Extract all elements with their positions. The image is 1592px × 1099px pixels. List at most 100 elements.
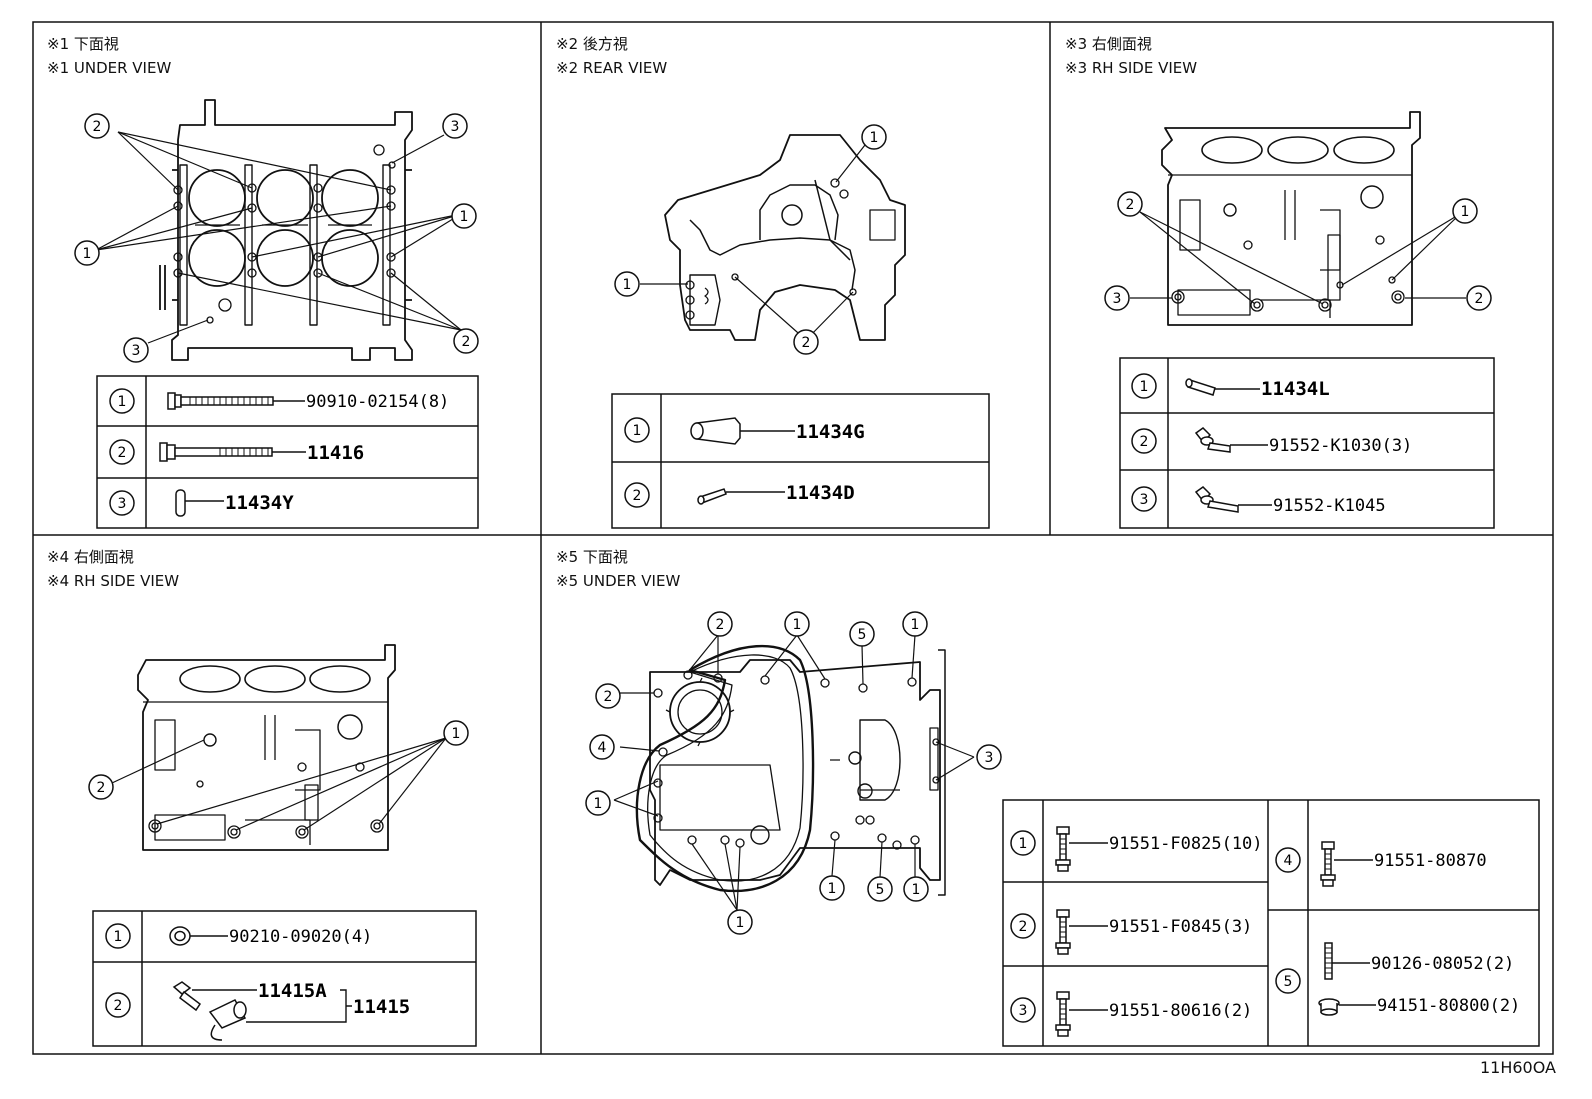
callout-4: 4 — [589, 734, 615, 760]
item-number: 4 — [1284, 853, 1293, 869]
table-row[interactable]: 2 91551-F0845(3) — [1010, 909, 1252, 955]
table-row[interactable]: 3 91552-K1045 — [1131, 486, 1386, 516]
bolt-icon — [1320, 841, 1336, 887]
panel-5-oil-pan-under-view — [613, 634, 975, 911]
callout-number: 2 — [97, 780, 106, 796]
callout-1: 1 — [903, 876, 929, 902]
table-row[interactable]: 2 11415A 11415 — [105, 980, 410, 1041]
part-number: 91552-K1045 — [1273, 496, 1386, 516]
callout-2: 2 — [793, 329, 819, 355]
callout-2: 2 — [707, 611, 733, 637]
part-number: 91552-K1030(3) — [1269, 436, 1412, 456]
title-jp: ※2 後方視 — [556, 35, 628, 53]
table-row[interactable]: 1 90910-02154(8) — [109, 388, 449, 414]
callout-number: 3 — [132, 343, 141, 359]
callout-number: 1 — [460, 209, 469, 225]
callout-number: 2 — [1126, 197, 1135, 213]
part-number: 11415A — [258, 980, 327, 1002]
callout-1: 1 — [585, 790, 611, 816]
panel-2-callouts: 1 1 2 — [614, 124, 887, 355]
panel-2-parts-table: 1 11434G 2 11434D — [611, 393, 990, 529]
table-row[interactable]: 2 91552-K1030(3) — [1131, 427, 1412, 456]
panel-4-title: ※4 右側面視 ※4 RH SIDE VIEW — [47, 545, 179, 593]
callout-number: 2 — [802, 335, 811, 351]
callout-2: 2 — [453, 328, 479, 354]
item-number: 2 — [1019, 919, 1028, 935]
table-row[interactable]: 1 11434G — [624, 417, 865, 445]
callout-number: 2 — [716, 617, 725, 633]
callout-number: 1 — [452, 726, 461, 742]
item-number: 1 — [114, 929, 123, 945]
dowel-pin-icon — [1185, 378, 1260, 396]
part-number: 11434D — [786, 482, 855, 504]
panel-2-engine-block-rear-view — [640, 134, 906, 341]
callout-number: 2 — [1475, 291, 1484, 307]
title-jp: ※3 右側面視 — [1065, 35, 1152, 53]
callout-3: 3 — [123, 337, 149, 363]
callout-2: 2 — [1117, 191, 1143, 217]
item-number: 2 — [114, 998, 123, 1014]
panel-3-callouts: 2 1 3 2 — [1104, 191, 1492, 311]
item-number: 2 — [1140, 434, 1149, 450]
bolt-icon — [1055, 991, 1071, 1037]
item-number: 1 — [1140, 379, 1149, 395]
callout-number: 1 — [793, 617, 802, 633]
callout-2: 2 — [84, 113, 110, 139]
panel-2-title: ※2 後方視 ※2 REAR VIEW — [556, 32, 667, 80]
callout-1: 1 — [784, 611, 810, 637]
table-row[interactable]: 4 91551-80870 — [1275, 841, 1487, 887]
table-row[interactable]: 3 11434Y — [109, 489, 294, 517]
panel-3-parts-table: 1 11434L 2 91552-K1030(3) 3 — [1119, 357, 1495, 529]
part-number: 91551-F0845(3) — [1109, 917, 1252, 937]
panel-1-callouts: 2 1 3 1 2 3 — [74, 113, 479, 363]
part-number: 11434G — [796, 421, 865, 443]
panel-1-engine-block-under-view — [95, 99, 462, 361]
assembly-part-number: 11415 — [353, 996, 410, 1018]
panel-5-parts-table: 1 91551-F0825(10) 2 91551-F0845(3) 3 915… — [1002, 799, 1540, 1047]
callout-number: 2 — [462, 334, 471, 350]
drain-plug-icon — [172, 981, 272, 1041]
sheet-frame — [32, 21, 1554, 1055]
table-row[interactable]: 5 90126-08052(2) 94151-80800(2) — [1275, 942, 1520, 1016]
title-en: ※2 REAR VIEW — [556, 59, 668, 77]
item-number: 1 — [118, 394, 127, 410]
part-number: 90910-02154(8) — [306, 392, 449, 412]
table-row[interactable]: 1 90210-09020(4) — [105, 923, 372, 949]
callout-3: 3 — [1104, 285, 1130, 311]
table-row[interactable]: 2 11434D — [624, 482, 855, 508]
title-jp: ※1 下面視 — [47, 35, 119, 53]
part-number: 91551-F0825(10) — [1109, 834, 1263, 854]
callout-number: 1 — [870, 130, 879, 146]
table-row[interactable]: 1 91551-F0825(10) — [1010, 826, 1263, 872]
dowel-pin-icon — [175, 489, 224, 517]
callout-number: 1 — [912, 882, 921, 898]
panel-3-engine-block-rh-side-view — [1130, 111, 1466, 326]
panel-5-title: ※5 下面視 ※5 UNDER VIEW — [556, 545, 680, 593]
item-number: 3 — [118, 496, 127, 512]
callout-5: 5 — [867, 876, 893, 902]
panel-4-parts-table: 1 90210-09020(4) 2 11415A 11415 — [92, 910, 477, 1047]
plug-icon — [169, 926, 228, 946]
callout-number: 1 — [828, 881, 837, 897]
item-number: 3 — [1019, 1003, 1028, 1019]
flange-bolt-icon — [1194, 427, 1268, 453]
table-row[interactable]: 1 11434L — [1131, 373, 1330, 400]
callout-number: 3 — [451, 119, 460, 135]
part-number: 91551-80616(2) — [1109, 1001, 1252, 1021]
panel-1-title: ※1 下面視 ※1 UNDER VIEW — [47, 32, 171, 80]
item-number: 1 — [633, 423, 642, 439]
bolt-icon — [167, 392, 305, 410]
part-number: 11434Y — [225, 492, 294, 514]
panel-3-title: ※3 右側面視 ※3 RH SIDE VIEW — [1065, 32, 1197, 80]
callout-number: 5 — [876, 882, 885, 898]
callout-number: 1 — [1461, 204, 1470, 220]
callout-1: 1 — [74, 240, 100, 266]
callout-2: 2 — [1466, 285, 1492, 311]
callout-1: 1 — [451, 203, 477, 229]
table-row[interactable]: 2 11416 — [109, 439, 364, 465]
callout-1: 1 — [614, 271, 640, 297]
table-row[interactable]: 3 91551-80616(2) — [1010, 991, 1252, 1037]
title-en: ※3 RH SIDE VIEW — [1065, 59, 1198, 77]
callout-1: 1 — [727, 909, 753, 935]
callout-number: 2 — [604, 689, 613, 705]
